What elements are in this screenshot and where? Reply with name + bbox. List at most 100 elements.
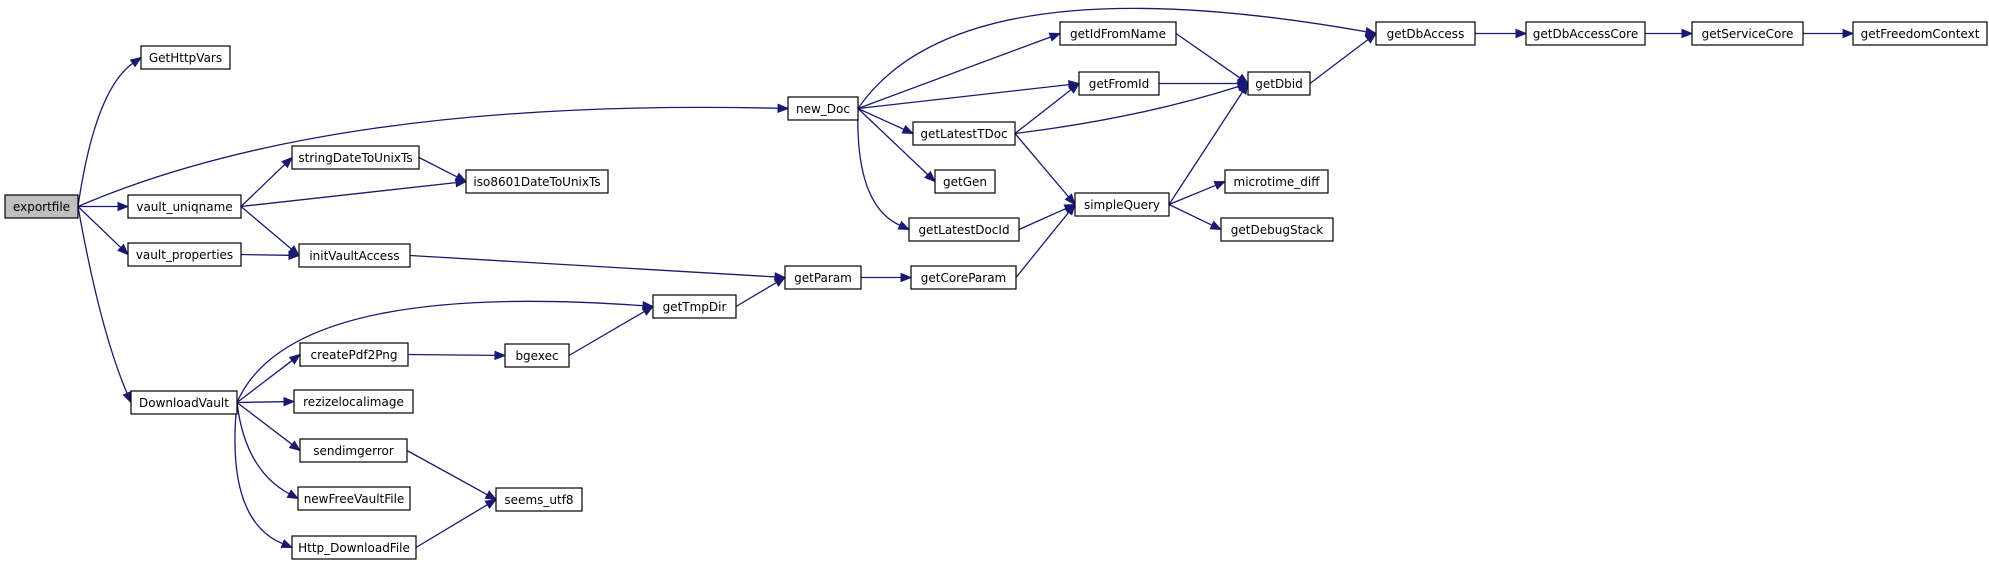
node-iso8601datetounixts[interactable]: iso8601DateToUnixTs bbox=[465, 169, 609, 194]
node-exportfile[interactable]: exportfile bbox=[4, 194, 79, 219]
node-new-doc[interactable]: new_Doc bbox=[787, 96, 859, 121]
node-http-downloadfile[interactable]: Http_DownloadFile bbox=[291, 535, 417, 560]
node-seems-utf8[interactable]: seems_utf8 bbox=[495, 487, 583, 512]
node-vault-properties[interactable]: vault_properties bbox=[127, 242, 242, 267]
node-label: getParam bbox=[794, 271, 852, 285]
node-label: getGen bbox=[943, 175, 987, 189]
arrowhead-icon bbox=[288, 250, 301, 261]
node-getdbid[interactable]: getDbid bbox=[1247, 71, 1311, 96]
node-downloadvault[interactable]: DownloadVault bbox=[130, 390, 238, 415]
node-gettmpdir[interactable]: getTmpDir bbox=[652, 294, 737, 319]
node-label: vault_uniqname bbox=[136, 200, 232, 214]
node-getgen[interactable]: getGen bbox=[934, 169, 996, 194]
edge-downloadvault-to-newfreevaultfile bbox=[236, 402, 300, 500]
edge-line bbox=[418, 156, 458, 178]
node-label: initVaultAccess bbox=[309, 249, 399, 263]
edge-line bbox=[415, 504, 488, 549]
arrowhead-icon bbox=[484, 490, 498, 501]
edge-downloadvault-to-rezizelocalimage bbox=[236, 396, 296, 407]
edge-getlatestdocid-to-simplequery bbox=[1018, 203, 1077, 231]
node-sendimgerror[interactable]: sendimgerror bbox=[299, 438, 408, 463]
node-box bbox=[297, 486, 411, 511]
node-getfreedomcontext[interactable]: getFreedomContext bbox=[1852, 21, 1988, 46]
node-label: getFreedomContext bbox=[1861, 27, 1980, 41]
node-label: createPdf2Png bbox=[310, 348, 397, 362]
edge-exportfile-to-downloadvault bbox=[77, 206, 132, 404]
edge-bgexec-to-gettmpdir bbox=[568, 305, 655, 357]
node-getservicecore[interactable]: getServiceCore bbox=[1691, 21, 1804, 46]
node-microtime-diff[interactable]: microtime_diff bbox=[1224, 169, 1329, 194]
edge-createpdf2png-to-bgexec bbox=[407, 350, 507, 361]
arrowhead-icon bbox=[773, 276, 787, 287]
edge-line bbox=[1014, 133, 1070, 198]
edge-new-doc-to-getidfromname bbox=[857, 32, 1062, 110]
edge-http-downloadfile-to-seems-utf8 bbox=[415, 498, 498, 549]
arrowhead-icon bbox=[641, 305, 655, 316]
edge-vault-uniqname-to-iso8601datetounixts bbox=[240, 177, 468, 208]
edge-vault-uniqname-to-initvaultaccess bbox=[240, 206, 301, 257]
node-box bbox=[495, 487, 583, 512]
edge-line bbox=[857, 83, 1070, 110]
edge-line bbox=[406, 449, 488, 496]
edge-line bbox=[240, 253, 290, 256]
arrowhead-icon bbox=[122, 390, 132, 404]
node-label: stringDateToUnixTs bbox=[298, 151, 412, 165]
node-getcoreparam[interactable]: getCoreParam bbox=[910, 265, 1017, 290]
node-box bbox=[130, 390, 238, 415]
edge-line bbox=[1014, 85, 1239, 135]
node-getidfromname[interactable]: getIdFromName bbox=[1059, 21, 1177, 46]
node-getdbaccesscore[interactable]: getDbAccessCore bbox=[1525, 21, 1646, 46]
node-getdbaccess[interactable]: getDbAccess bbox=[1375, 21, 1476, 46]
edge-simplequery-to-getdbid bbox=[1168, 82, 1249, 205]
node-getfromid[interactable]: getFromId bbox=[1078, 71, 1160, 96]
edge-downloadvault-to-http-downloadfile bbox=[234, 402, 294, 549]
node-initvaultaccess[interactable]: initVaultAccess bbox=[298, 243, 411, 268]
node-vault-uniqname[interactable]: vault_uniqname bbox=[127, 194, 242, 219]
edge-line bbox=[735, 282, 777, 308]
node-stringdatetounixts[interactable]: stringDateToUnixTs bbox=[291, 145, 420, 170]
node-label: getDebugStack bbox=[1231, 223, 1323, 237]
edge-exportfile-to-new-doc bbox=[77, 103, 790, 208]
edge-gettmpdir-to-getparam bbox=[735, 276, 787, 308]
node-box bbox=[291, 535, 417, 560]
node-gethttpvars[interactable]: GetHttpVars bbox=[140, 45, 231, 70]
node-bgexec[interactable]: bgexec bbox=[504, 343, 570, 368]
node-label: new_Doc bbox=[796, 102, 850, 116]
node-getlatestdocid[interactable]: getLatestDocId bbox=[908, 217, 1020, 242]
node-label: rezizelocalimage bbox=[303, 395, 404, 409]
node-label: getIdFromName bbox=[1070, 27, 1166, 41]
edge-getlatesttdoc-to-getfromid bbox=[1014, 82, 1081, 135]
arrowhead-icon bbox=[1048, 32, 1062, 42]
node-label: getDbAccessCore bbox=[1533, 27, 1638, 41]
arrowhead-icon bbox=[484, 498, 498, 509]
node-createpdf2png[interactable]: createPdf2Png bbox=[299, 342, 409, 367]
edge-new-doc-to-getlatesttdoc bbox=[857, 107, 915, 135]
node-box bbox=[1691, 21, 1804, 46]
node-box bbox=[298, 243, 411, 268]
node-getparam[interactable]: getParam bbox=[784, 265, 862, 290]
arrowhead-icon bbox=[1063, 203, 1077, 214]
node-box bbox=[299, 438, 408, 463]
node-getlatesttdoc[interactable]: getLatestTDoc bbox=[912, 121, 1016, 146]
node-label: bgexec bbox=[515, 349, 558, 363]
node-label: getFromId bbox=[1089, 77, 1150, 91]
edge-line bbox=[236, 300, 644, 403]
node-box bbox=[465, 169, 609, 194]
node-rezizelocalimage[interactable]: rezizelocalimage bbox=[293, 389, 414, 414]
node-label: getTmpDir bbox=[663, 300, 727, 314]
arrowhead-icon bbox=[494, 350, 507, 361]
node-getdebugstack[interactable]: getDebugStack bbox=[1220, 217, 1334, 242]
edge-line bbox=[236, 360, 293, 404]
arrowhead-icon bbox=[1067, 82, 1081, 94]
node-newfreevaultfile[interactable]: newFreeVaultFile bbox=[297, 486, 411, 511]
arrowhead-icon bbox=[901, 124, 915, 135]
arrowhead-icon bbox=[454, 172, 468, 183]
edge-sendimgerror-to-seems-utf8 bbox=[406, 449, 498, 501]
node-simplequery[interactable]: simpleQuery bbox=[1074, 192, 1170, 217]
edge-downloadvault-to-gettmpdir bbox=[236, 300, 655, 403]
arrowhead-icon bbox=[129, 56, 143, 68]
edge-getcoreparam-to-simplequery bbox=[1015, 203, 1076, 278]
node-box bbox=[4, 194, 79, 219]
arrowhead-icon bbox=[1213, 180, 1227, 190]
node-label: getLatestTDoc bbox=[920, 127, 1007, 141]
